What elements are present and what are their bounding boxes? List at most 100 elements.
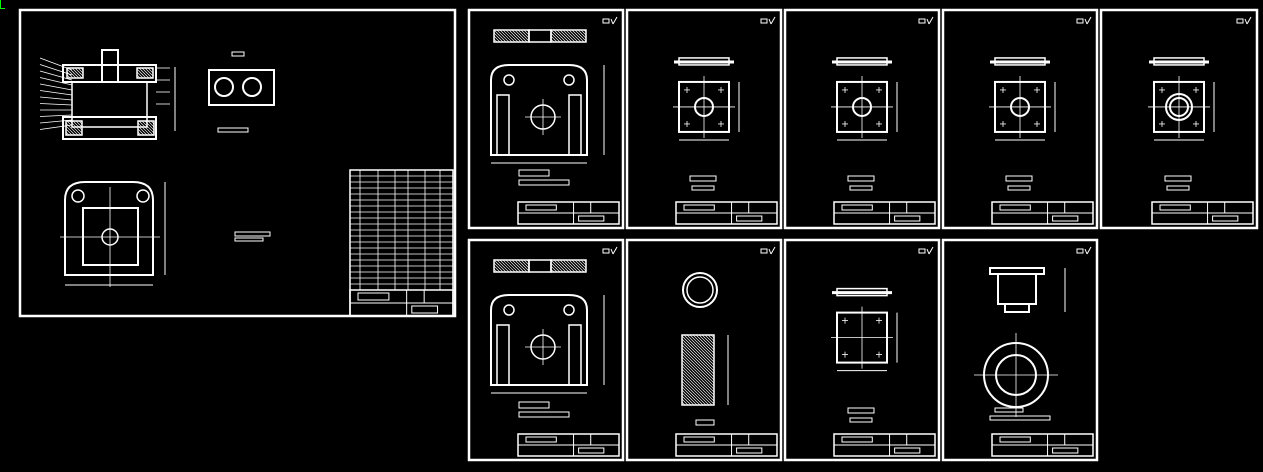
drawing-sheet-8[interactable] [625,238,783,462]
surface-roughness-symbol [918,16,934,25]
note-box [234,231,271,237]
drawing-sheet-4[interactable] [783,8,941,230]
hatch-line [502,259,516,273]
hatch-line [505,29,519,43]
roughness-value-box [918,18,926,24]
drawing-sheet-7[interactable] [467,238,625,462]
title-text-box [736,447,763,454]
hatch-line [71,67,83,79]
hatch-line [695,334,715,354]
sheet-border [1099,8,1259,230]
title-text-box [683,204,715,211]
ucs-icon [0,0,5,9]
hatch-line [493,35,501,43]
note-box [217,127,249,133]
hatch-line [66,120,82,136]
hatch-line [681,359,715,393]
hatch-line [493,262,504,273]
drawing-sheet-3[interactable] [625,8,783,230]
die-base-outline [64,181,154,276]
roughness-value-box [602,18,610,24]
bolt-hole [563,304,575,316]
punch-tip [1004,303,1030,313]
hatch-line [577,29,587,39]
line [768,248,772,255]
hatch-line [66,74,71,79]
hatch-line [144,67,154,77]
title-text-box [411,305,439,314]
line [926,18,930,25]
hatch-line [72,120,83,131]
hatch-line [493,268,498,273]
hatch-line [562,29,576,43]
leader-line [39,90,73,96]
hatch-line [77,67,84,74]
note-box [518,169,550,177]
hatch-line [65,131,70,136]
hatch-line [150,120,155,125]
assembly-drawing-sheet[interactable] [18,8,457,318]
drawing-sheet-6[interactable] [1099,8,1259,230]
roughness-value-box [760,248,768,254]
sheet-border [467,238,625,462]
title-text-box [999,436,1031,443]
hatch-line [141,120,155,134]
note-box [994,407,1024,413]
hatch-line [707,334,715,342]
drawing-sheet-10[interactable] [941,238,1099,462]
surface-roughness-symbol [1076,246,1092,255]
line [610,248,614,255]
hatch-line [550,32,561,43]
view-label-box [231,51,245,57]
hatch-line [136,71,144,79]
drawing-sheet-9[interactable] [783,238,941,462]
title-text-box [1212,215,1239,222]
title-text-box [999,204,1031,211]
title-text-box [841,436,873,443]
surface-roughness-symbol [918,246,934,255]
title-text-box [736,215,763,222]
leader-line [39,77,73,86]
side-slot [496,94,510,156]
hatch-line [580,29,587,36]
guide-post [136,189,150,203]
note-box [1005,175,1033,182]
note-box [1007,185,1031,191]
sheet-border [783,238,941,462]
drawing-sheet-2[interactable] [467,8,625,230]
line [928,246,934,255]
title-block [517,201,620,225]
surface-roughness-symbol [602,246,618,255]
surface-roughness-symbol [760,246,776,255]
sheet-border [467,8,625,230]
plate-section [678,57,730,66]
hatch-line [505,259,519,273]
ring-inner [686,276,714,304]
strip-layout-outline [208,69,275,106]
hatch-line [141,67,153,79]
hatch-line [681,341,715,375]
note-box [1164,175,1192,182]
hatch-line [686,334,715,363]
drawing-sheet-5[interactable] [941,8,1099,230]
hatch-line [689,334,715,360]
title-text-box [1052,215,1079,222]
hatch-line [514,259,528,273]
hatch-outline [681,334,715,406]
title-text-box [578,215,605,222]
hatch-line [65,122,79,136]
line [1084,18,1088,25]
plate-section [836,57,888,66]
hatch-line [681,353,715,387]
roughness-value-box [918,248,926,254]
note-box [518,179,570,186]
hatch-line [681,365,715,399]
note-box [234,237,264,242]
hatch-line [78,120,83,125]
hatch-line [681,380,707,406]
hatch-line [138,67,150,79]
surface-roughness-symbol [760,16,776,25]
hatch-line [523,259,530,266]
side-slot [496,324,510,386]
